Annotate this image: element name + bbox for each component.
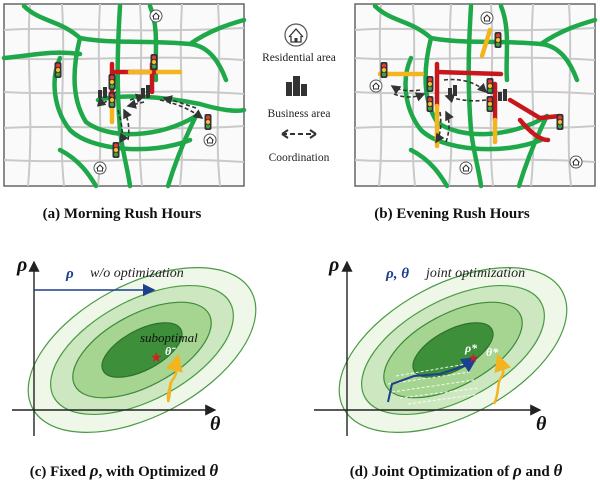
- plot-d-arrow-label: ρ, θ: [385, 266, 409, 282]
- plot-c-point-label: θ̃: [165, 344, 176, 358]
- plot-joint: ρ θ ρ, θ joint optimization ★ ρ* θ*: [314, 254, 568, 436]
- plot-c-optimum-star-icon: ★: [150, 351, 163, 366]
- legend-coordination-label: Coordination: [269, 152, 330, 164]
- plot-c-arrow-label: ρ: [65, 266, 74, 282]
- residential-area-icon: [284, 23, 308, 47]
- caption-d: (d) Joint Optimization of ρ and θ: [350, 461, 563, 480]
- plot-d-x-axis-label: θ: [536, 413, 547, 435]
- business-area-icon: [286, 76, 307, 96]
- plot-d-y-axis-label: ρ: [328, 254, 339, 276]
- map-evening: [354, 3, 598, 189]
- plot-d-arrow-text: joint optimization: [424, 266, 525, 281]
- legend-business-label: Business area: [268, 108, 331, 120]
- legend: Residential area Business area Coordinat…: [262, 23, 336, 164]
- legend-residential-label: Residential area: [262, 52, 336, 64]
- caption-c: (c) Fixed ρ, with Optimized θ: [30, 461, 219, 480]
- plot-c-y-axis-label: ρ: [16, 254, 27, 276]
- plot-c-annotation: suboptimal: [140, 330, 198, 345]
- coordination-icon: [281, 129, 317, 139]
- caption-b: (b) Evening Rush Hours: [374, 206, 530, 222]
- plot-c-arrow-text: w/o optimization: [90, 266, 184, 281]
- plot-d-point-theta: θ*: [486, 345, 499, 359]
- map-morning: [1, 3, 247, 189]
- plot-fixed-rho: ρ θ ρ w/o optimization suboptimal ★ θ̃: [12, 254, 257, 436]
- plot-d-point-rho: ρ*: [464, 341, 478, 355]
- caption-a: (a) Morning Rush Hours: [43, 206, 202, 222]
- plot-c-x-axis-label: θ: [210, 413, 221, 435]
- plot-d-optimum-star-icon: ★: [468, 351, 479, 365]
